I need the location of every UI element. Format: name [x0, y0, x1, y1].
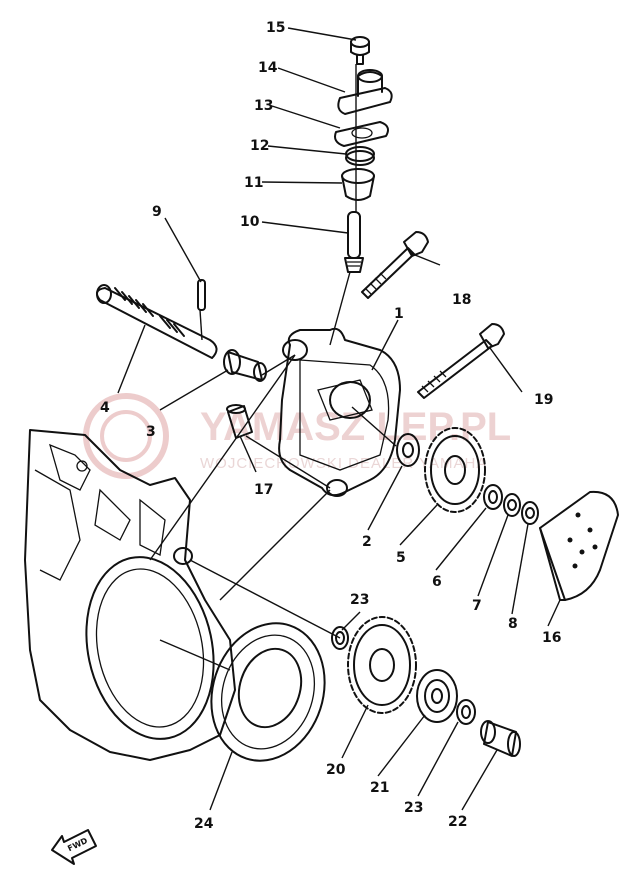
- part-3-bushing: [223, 349, 267, 382]
- label-part-11: 11: [244, 175, 263, 191]
- leader-lines: [117, 27, 561, 811]
- label-part-15: 15: [266, 20, 285, 36]
- part-22-collar: [480, 720, 521, 757]
- part-10-driven-shaft: [344, 211, 364, 273]
- part-6-washer: [483, 484, 503, 510]
- part-8-nut: [521, 501, 539, 525]
- forward-direction-arrow: FWD: [51, 829, 97, 865]
- label-part-13: 13: [254, 98, 273, 114]
- part-18-bolt: [361, 231, 429, 299]
- part-23-circlip: [331, 626, 349, 650]
- label-part-12: 12: [250, 138, 269, 154]
- part-11-bushing: [341, 168, 375, 201]
- part-15-bolt: [350, 36, 370, 65]
- part-number-labels: 15 14 13 12 11 10 9 18 1 4 3 19 17 2 5 6…: [100, 20, 561, 832]
- part-9-pin: [197, 279, 206, 311]
- watermark-brand: YAMASZ LEP.PL: [200, 405, 511, 449]
- label-part-9: 9: [152, 204, 162, 220]
- part-19-bolt: [417, 323, 505, 399]
- part-4-worm-shaft: [95, 284, 218, 359]
- part-2-washer: [396, 433, 420, 467]
- label-part-7: 7: [472, 598, 482, 614]
- part-14-housing: [337, 69, 393, 115]
- label-part-5: 5: [396, 550, 406, 566]
- part-12-seal: [345, 146, 375, 166]
- label-part-23-lower: 23: [404, 800, 423, 816]
- part-23-circlip-lower: [456, 699, 476, 725]
- arrow-icon: [51, 829, 97, 865]
- label-part-10: 10: [240, 214, 260, 230]
- label-part-4: 4: [100, 400, 110, 416]
- part-5-sprocket: [424, 427, 486, 513]
- label-part-14: 14: [258, 60, 278, 76]
- label-part-6: 6: [432, 574, 442, 590]
- part-16-cover-plate: [539, 490, 619, 601]
- watermark: YAMASZ LEP.PL WOJCIECHOWSKI DEALER YAMAH…: [83, 393, 511, 479]
- label-part-24: 24: [194, 816, 214, 832]
- part-24-seal: [210, 622, 326, 762]
- part-7-washer: [503, 493, 521, 517]
- watermark-subtitle: WOJCIECHOWSKI DEALER YAMAHA: [200, 455, 487, 472]
- part-21-bearing: [416, 669, 458, 723]
- part-20-sprocket: [347, 616, 417, 714]
- label-part-21: 21: [370, 780, 389, 796]
- label-part-20: 20: [326, 762, 346, 778]
- crankcase: [24, 429, 236, 761]
- label-part-19: 19: [534, 392, 553, 408]
- label-part-8: 8: [508, 616, 518, 632]
- label-part-22: 22: [448, 814, 467, 830]
- part-17-dowel: [226, 404, 253, 439]
- part-13-gasket: [334, 121, 389, 147]
- label-part-17: 17: [254, 482, 273, 498]
- label-part-23-upper: 23: [350, 592, 369, 608]
- label-part-1: 1: [394, 306, 404, 322]
- part-1-housing: [278, 327, 401, 497]
- label-part-2: 2: [362, 534, 372, 550]
- label-part-16: 16: [542, 630, 561, 646]
- label-part-3: 3: [146, 424, 156, 440]
- label-part-18: 18: [452, 292, 471, 308]
